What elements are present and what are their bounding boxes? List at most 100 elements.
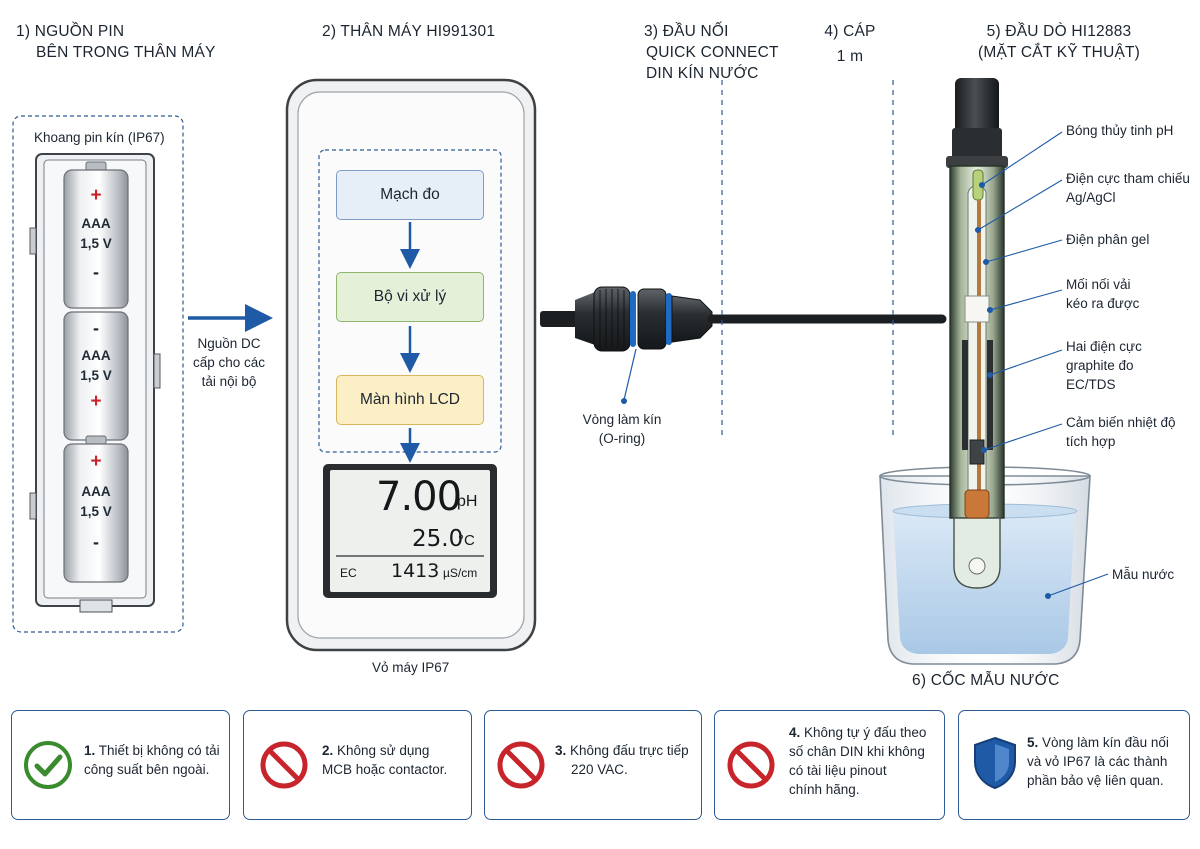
- cell-1-bottom-sign: -: [93, 262, 99, 282]
- battery-dashed-frame: [12, 115, 184, 633]
- probe-glass-tip: [953, 517, 1001, 589]
- prohibited-icon: [727, 741, 775, 789]
- lcd-ec-unit: µS/cm: [443, 566, 478, 580]
- note-5-line2: và vỏ IP67 là các thành: [1027, 754, 1168, 769]
- cell-3-bottom-sign: -: [93, 532, 99, 552]
- note-2-text: 2. Không sử dụng MCB hoặc contactor.: [322, 741, 468, 779]
- oring-1: [630, 291, 636, 347]
- microprocessor-block: Bộ vi xử lý: [336, 272, 484, 322]
- note-1-number: 1.: [84, 743, 96, 758]
- label-ph-glass-bulb: Bóng thủy tinh pH: [1066, 123, 1174, 138]
- label-reference-electrode: Điện cực tham chiếu Ag/AgCl: [1066, 169, 1190, 207]
- battery-cell-3-label: + AAA 1,5 V -: [64, 451, 128, 553]
- battery-title-line1: 1) NGUỒN PIN: [16, 23, 125, 40]
- label-graphite-electrodes: Hai điện cực graphite đo EC/TDS: [1066, 337, 1142, 394]
- lcd-screen: [330, 470, 490, 592]
- note-1-line1: Thiết bị không có tải: [98, 743, 220, 758]
- note-5-line3: phần bảo vệ liên quan.: [1027, 773, 1164, 788]
- lcd-ec-value: 1413: [391, 560, 440, 582]
- label-temperature-sensor-line2: tích hợp: [1066, 434, 1116, 449]
- power-arrow-label-line2: cấp cho các: [192, 355, 266, 370]
- note-4-line1: Không tự ý đấu theo: [804, 725, 927, 740]
- oring-label: Vòng làm kín (O-ring): [572, 410, 672, 448]
- oring-label-line2: (O-ring): [598, 431, 646, 446]
- graphite-electrode-left: [962, 340, 968, 450]
- battery-title-line2: BÊN TRONG THÂN MÁY: [36, 44, 216, 61]
- label-reference-electrode-line1: Điện cực tham chiếu: [1066, 171, 1190, 186]
- note-3-text: 3. Không đấu trực tiếp 220 VAC.: [555, 741, 699, 779]
- probe: [946, 78, 1008, 589]
- battery-cell-1: [63, 169, 129, 309]
- cell-1-voltage: 1,5 V: [80, 236, 112, 251]
- note-2-number: 2.: [322, 743, 334, 758]
- cell-2-bottom-sign: +: [90, 391, 102, 412]
- cell-3-voltage: 1,5 V: [80, 504, 112, 519]
- graphite-electrode-right: [987, 340, 993, 450]
- system-diagram: [12, 78, 1109, 665]
- power-arrow-label-line1: Nguồn DC: [197, 336, 261, 351]
- label-fabric-junction-line1: Mối nối vải: [1066, 277, 1131, 292]
- note-5: 5. Vòng làm kín đầu nối và vỏ IP67 là cá…: [958, 710, 1190, 820]
- cell-3-type: AAA: [81, 484, 111, 499]
- probe-title-line2: (MẶT CẮT KỸ THUẬT): [977, 44, 1141, 61]
- meter-cable-stub: [540, 311, 578, 327]
- connector-title-line3: DIN KÍN NƯỚC: [646, 65, 759, 82]
- measuring-circuit-block: Mạch đo: [336, 170, 484, 220]
- note-3-line1: Không đấu trực tiếp: [570, 743, 689, 758]
- label-fabric-junction-line2: kéo ra được: [1066, 296, 1140, 311]
- lcd-ph-value: 7.00: [376, 474, 462, 520]
- note-1-text: 1. Thiết bị không có tải công suất bên n…: [84, 741, 224, 779]
- oring-2: [666, 293, 672, 345]
- connector-title-line1: 3) ĐẦU NỐI: [644, 23, 729, 40]
- battery-cell-2-label: - AAA 1,5 V +: [64, 318, 128, 412]
- power-arrow-label: Nguồn DC cấp cho các tải nội bộ: [186, 334, 272, 391]
- oring-label-line1: Vòng làm kín: [582, 412, 662, 427]
- lcd-ph-unit: pH: [457, 493, 478, 510]
- battery-cell-1-label: + AAA 1,5 V -: [64, 186, 128, 283]
- cell-2-type: AAA: [81, 348, 111, 363]
- probe-title-line1: 5) ĐẦU DÒ HI12883: [986, 23, 1132, 40]
- battery-compartment-label: Khoang pin kín (IP67): [34, 130, 165, 145]
- battery-cells: [63, 161, 129, 583]
- beaker-section-title: 6) CỐC MẪU NƯỚC: [912, 672, 1060, 689]
- connector-boot: [671, 295, 713, 343]
- label-temperature-sensor: Cảm biến nhiệt độ tích hợp: [1066, 413, 1176, 451]
- lcd-ec-label: EC: [340, 566, 357, 580]
- label-graphite-electrodes-line2: graphite đo: [1066, 358, 1134, 373]
- label-graphite-electrodes-line1: Hai điện cực: [1066, 339, 1142, 354]
- cable-title-line1: 4) CÁP: [824, 23, 876, 40]
- note-1: 1. Thiết bị không có tải công suất bên n…: [11, 710, 230, 820]
- cell-3-top-sign: +: [90, 451, 102, 472]
- note-5-number: 5.: [1027, 735, 1039, 750]
- connector-section-title: 3) ĐẦU NỐI QUICK CONNECT DIN KÍN NƯỚC: [644, 21, 779, 84]
- cable-section-title: 4) CÁP 1 m: [818, 21, 882, 67]
- label-reference-electrode-line2: Ag/AgCl: [1066, 190, 1116, 205]
- note-4-line2: số chân DIN khi không: [789, 744, 925, 759]
- label-temperature-sensor-line1: Cảm biến nhiệt độ: [1066, 415, 1176, 430]
- note-5-text: 5. Vòng làm kín đầu nối và vỏ IP67 là cá…: [1027, 733, 1187, 790]
- note-4-line4: chính hãng.: [789, 782, 860, 797]
- note-3-number: 3.: [555, 743, 567, 758]
- battery-cell-3: [63, 443, 129, 583]
- cell-2-voltage: 1,5 V: [80, 368, 112, 383]
- cell-1-type: AAA: [81, 216, 111, 231]
- check-icon: [24, 741, 72, 789]
- probe-callouts: [974, 131, 1109, 600]
- prohibited-icon: [260, 741, 308, 789]
- probe-cap: [955, 78, 999, 136]
- lcd-temp-unit: °C: [458, 532, 475, 549]
- battery-section-title: 1) NGUỒN PIN BÊN TRONG THÂN MÁY: [16, 21, 216, 63]
- fabric-junction: [964, 295, 990, 323]
- lcd-display-block: Màn hình LCD: [336, 375, 484, 425]
- note-4: 4. Không tự ý đấu theo số chân DIN khi k…: [714, 710, 945, 820]
- label-fabric-junction: Mối nối vải kéo ra được: [1066, 275, 1139, 313]
- lcd-temp-value: 25.0: [412, 526, 464, 552]
- housing-label: Vỏ máy IP67: [372, 660, 450, 675]
- note-4-number: 4.: [789, 725, 801, 740]
- label-gel-electrolyte: Điện phân gel: [1066, 232, 1150, 247]
- label-water-sample: Mẫu nước: [1112, 567, 1175, 582]
- note-2: 2. Không sử dụng MCB hoặc contactor.: [243, 710, 472, 820]
- note-4-text: 4. Không tự ý đấu theo số chân DIN khi k…: [789, 723, 943, 799]
- body-section-title: 2) THÂN MÁY HI991301: [322, 23, 496, 40]
- note-3-line2: 220 VAC.: [571, 762, 628, 777]
